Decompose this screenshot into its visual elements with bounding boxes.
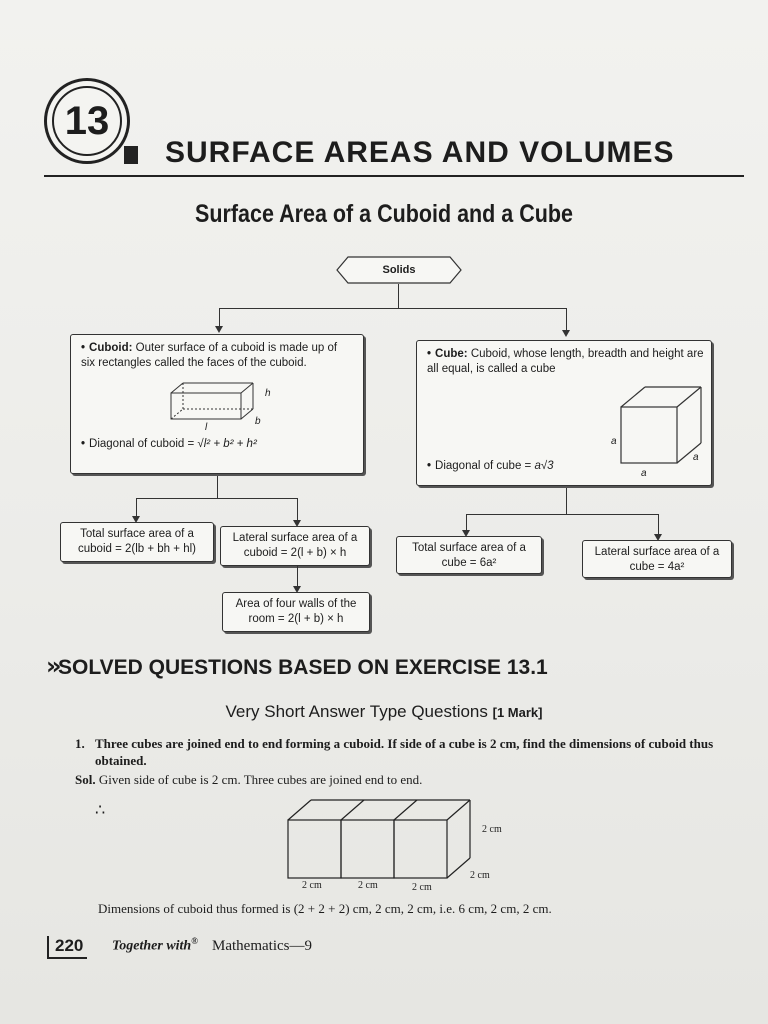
- connector: [136, 498, 297, 499]
- figure-label-bottom-1: 2 cm: [302, 880, 322, 891]
- solution-intro: Sol. Given side of cube is 2 cm. Three c…: [75, 772, 422, 788]
- connector: [217, 476, 218, 498]
- cuboid-lsa-line2: cuboid = 2(l + b) × h: [243, 546, 347, 559]
- cuboid-tsa-line2: cuboid = 2(lb + bh + hl): [78, 542, 196, 555]
- question-1: 1. Three cubes are joined end to end for…: [75, 736, 735, 770]
- chapter-rule: [44, 175, 744, 177]
- solution-label: Sol.: [75, 772, 96, 787]
- question-type-text: Very Short Answer Type Questions: [225, 702, 488, 721]
- cuboid-tsa-box: Total surface area of a cuboid = 2(lb + …: [60, 522, 214, 562]
- connector: [658, 514, 659, 534]
- cube-tsa-line1: Total surface area of a: [412, 542, 526, 554]
- cube-dim-right: a: [693, 452, 699, 463]
- cube-diagonal-label: Diagonal of cube =: [435, 460, 532, 472]
- cube-box: •Cube: Cuboid, whose length, breadth and…: [416, 340, 712, 486]
- cube-dim-bottom: a: [641, 468, 647, 479]
- page-number: 220: [47, 936, 88, 959]
- connector: [136, 498, 137, 516]
- cube-term: Cube:: [435, 348, 468, 360]
- cuboid-term: Cuboid:: [89, 342, 133, 354]
- three-cubes-figure: [287, 799, 471, 879]
- connector: [219, 308, 566, 309]
- double-chevron-icon: »: [46, 652, 62, 680]
- cuboid-lsa-box: Lateral surface area of a cuboid = 2(l +…: [220, 526, 370, 566]
- four-walls-line2: room = 2(l + b) × h: [248, 612, 344, 625]
- arrow: [654, 534, 662, 541]
- final-answer: Dimensions of cuboid thus formed is (2 +…: [98, 901, 552, 916]
- connector: [566, 488, 567, 514]
- arrow: [293, 520, 301, 527]
- solution-text: Given side of cube is 2 cm. Three cubes …: [98, 772, 423, 787]
- bullet: •: [427, 348, 432, 360]
- cuboid-dim-h: h: [265, 388, 271, 399]
- cuboid-figure: [170, 382, 254, 420]
- figure-label-height: 2 cm: [482, 824, 502, 835]
- arrow: [293, 586, 301, 593]
- therefore-symbol: ∴: [95, 802, 106, 819]
- cuboid-tsa-line1: Total surface area of a: [80, 528, 194, 540]
- four-walls-line1: Area of four walls of the: [235, 598, 357, 610]
- question-text: Three cubes are joined end to end formin…: [95, 736, 714, 768]
- four-walls-box: Area of four walls of the room = 2(l + b…: [222, 592, 370, 632]
- arrow: [562, 330, 570, 337]
- solids-label: Solids: [382, 264, 416, 276]
- cuboid-definition: •Cuboid: Outer surface of a cuboid is ma…: [81, 341, 353, 371]
- connector: [566, 308, 567, 330]
- connector: [297, 566, 298, 586]
- cube-definition: •Cube: Cuboid, whose length, breadth and…: [427, 347, 707, 377]
- cube-diagonal-formula: a√3: [534, 460, 554, 472]
- solved-heading: SOLVED QUESTIONS BASED ON EXERCISE 13.1: [58, 656, 548, 679]
- connector: [398, 284, 399, 308]
- figure-label-bottom-2: 2 cm: [358, 880, 378, 891]
- chapter-badge-tab: [124, 146, 138, 164]
- arrow: [462, 530, 470, 537]
- cube-dim-left: a: [611, 436, 617, 447]
- bullet: •: [81, 438, 86, 450]
- cuboid-box: •Cuboid: Outer surface of a cuboid is ma…: [70, 334, 364, 474]
- cube-definition-text: Cuboid, whose length, breadth and height…: [427, 348, 704, 375]
- question-number: 1.: [75, 736, 85, 751]
- registered-mark: ®: [191, 936, 198, 946]
- chapter-title: SURFACE AREAS AND VOLUMES: [165, 136, 675, 169]
- connector: [219, 308, 220, 326]
- cuboid-dim-l: l: [205, 422, 208, 433]
- bullet: •: [427, 460, 432, 472]
- connector: [297, 498, 298, 520]
- cube-lsa-line1: Lateral surface area of a: [594, 546, 720, 558]
- chapter-number-badge: 13: [44, 78, 130, 164]
- cube-tsa-line2: cube = 6a²: [441, 556, 497, 569]
- brand-text: Together with: [112, 938, 192, 954]
- question-type-heading: Very Short Answer Type Questions [1 Mark…: [0, 702, 768, 722]
- cuboid-dim-b: b: [255, 416, 261, 427]
- cuboid-diagonal-label: Diagonal of cuboid =: [89, 438, 195, 450]
- connector: [466, 514, 658, 515]
- footer-subject: Mathematics—9: [212, 938, 312, 954]
- arrow: [215, 326, 223, 333]
- section-title: Surface Area of a Cuboid and a Cube: [195, 200, 573, 228]
- cuboid-diagonal: •Diagonal of cuboid = √l² + b² + h²: [81, 437, 257, 452]
- cube-lsa-line2: cube = 4a²: [629, 560, 685, 573]
- solids-diamond: [336, 256, 462, 284]
- arrow: [132, 516, 140, 523]
- cuboid-lsa-line1: Lateral surface area of a: [232, 532, 358, 544]
- cube-lsa-box: Lateral surface area of a cube = 4a²: [582, 540, 732, 578]
- brand-logo: Together with®: [112, 936, 198, 955]
- cube-diagonal: •Diagonal of cube = a√3: [427, 459, 554, 474]
- cuboid-definition-text: Outer surface of a cuboid is made up of …: [81, 342, 338, 369]
- figure-label-bottom-3: 2 cm: [412, 882, 432, 893]
- marks-badge: [1 Mark]: [492, 705, 543, 720]
- cube-tsa-box: Total surface area of a cube = 6a²: [396, 536, 542, 574]
- chapter-number: 13: [52, 86, 122, 156]
- figure-label-depth: 2 cm: [470, 870, 490, 881]
- cube-figure: [620, 386, 702, 464]
- bullet: •: [81, 342, 86, 354]
- cuboid-diagonal-formula: √l² + b² + h²: [197, 438, 257, 450]
- connector: [466, 514, 467, 530]
